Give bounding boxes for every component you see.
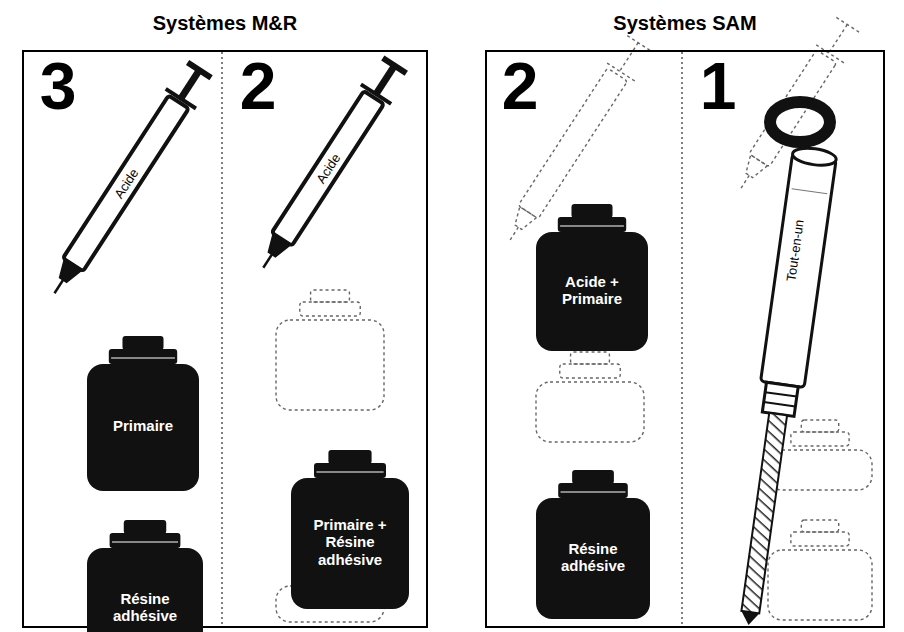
system-panel: Systèmes SAMAcide + PrimaireRésine adhés…: [485, 50, 885, 628]
system-panel: Systèmes M&RPrimaireRésine adhésivePrima…: [22, 50, 428, 628]
step-count: 2: [502, 53, 539, 119]
bottle-label: Primaire: [113, 417, 173, 434]
step-count: 1: [700, 53, 737, 119]
bottle: Résine adhésive: [86, 520, 204, 632]
column-divider: [221, 52, 223, 626]
step-count: 3: [40, 53, 77, 119]
bottle: Primaire: [86, 336, 200, 492]
bottle: Acide + Primaire: [535, 204, 649, 352]
syringes: [39, 15, 862, 303]
column-divider: [681, 52, 683, 626]
step-count: 2: [240, 53, 277, 119]
panel-title: Systèmes SAM: [487, 12, 883, 35]
bottle-shape: [86, 336, 200, 492]
bottle-label: Résine adhésive: [541, 540, 645, 575]
bottle: Primaire + Résine adhésive: [290, 450, 410, 610]
bottle-label: Acide + Primaire: [541, 273, 643, 308]
all-in-one-applicator: [727, 102, 838, 628]
bottle-label: Résine adhésive: [92, 590, 198, 625]
bottle: Résine adhésive: [535, 470, 651, 620]
bottle-label: Primaire + Résine adhésive: [296, 516, 404, 568]
panel-title: Systèmes M&R: [24, 12, 426, 35]
